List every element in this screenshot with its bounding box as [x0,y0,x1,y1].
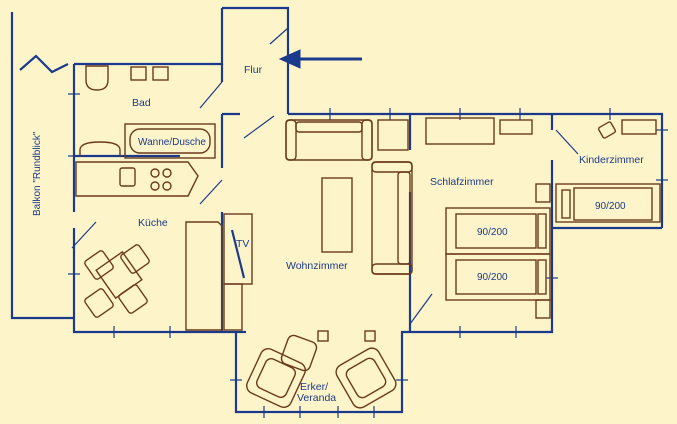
label-bed-master-2: 90/200 [477,272,508,283]
entrance-arrow [278,49,362,69]
balcony [10,12,74,320]
bedroom-furniture [425,117,551,319]
label-bed-child: 90/200 [595,201,626,212]
exterior-walls [72,6,664,414]
label-bad: Bad [132,97,151,109]
label-bed-master-1: 90/200 [477,227,508,238]
wall-ticks [68,93,668,418]
label-erker-line1: Erker/ [300,381,328,393]
fixture-labels: Wanne/Dusche TV 90/200 90/200 90/200 [138,137,626,283]
room-labels: Flur Bad Küche Wohnzimmer Schlafzimmer K… [32,64,644,404]
label-wohnzimmer: Wohnzimmer [286,260,348,272]
label-kueche: Küche [138,217,168,229]
door-swings [71,27,579,325]
living-room-furniture [223,119,413,331]
label-schlafzimmer: Schlafzimmer [430,176,494,188]
label-flur: Flur [244,64,263,76]
bathroom-fixtures [79,65,216,159]
label-erker-line2: Veranda [297,392,336,404]
label-kinderzimmer: Kinderzimmer [579,154,644,166]
label-bathtub: Wanne/Dusche [138,137,206,148]
erker-furniture [246,330,397,409]
kinderzimmer-furniture [555,119,661,223]
label-balkon: Balkon "Rundblick" [32,131,43,216]
label-tv: TV [236,238,249,250]
kitchen-fixtures [75,161,223,331]
